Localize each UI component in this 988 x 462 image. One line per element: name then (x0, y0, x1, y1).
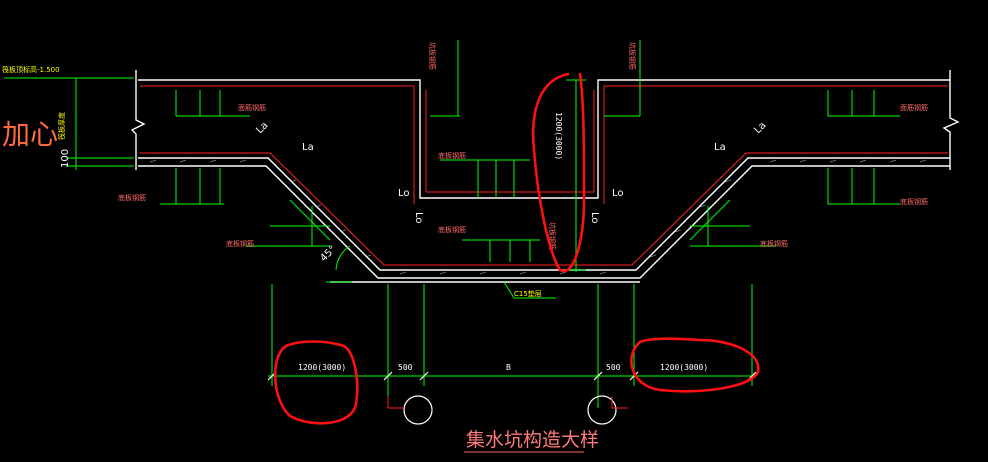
cushion-hatch (149, 159, 927, 275)
label-pit-wall-left: 坑板钢筋 (428, 42, 437, 70)
lo-label-left-2: Lo (413, 212, 424, 224)
drawing-title: 集水坑构造大样 (466, 429, 599, 451)
label-pit-wall-right: 坑板钢筋 (628, 42, 637, 70)
lo-label-left-1: Lo (398, 188, 410, 199)
slab-outline (130, 70, 960, 283)
markup-circle-right (630, 337, 760, 393)
label-pit-center-mid: 底板钢筋 (438, 225, 466, 234)
dim-right: 1200(3000) (660, 363, 708, 372)
dim-left: 1200(3000) (298, 363, 346, 372)
la-label-right-1: La (714, 142, 726, 153)
axis-red-ticks (387, 396, 628, 409)
green-leaders (4, 40, 900, 408)
rebar-lines (140, 85, 948, 266)
label-pit-center-top: 底板钢筋 (438, 151, 466, 160)
elevation-label: 筏板顶标高-1.500 (2, 65, 60, 74)
dim-center: B (506, 363, 511, 372)
markup-circle-left (273, 340, 359, 425)
la-label-right-2: La (752, 120, 768, 136)
dim-100-label: 100 (60, 149, 71, 168)
vertical-dim-label: 1200(3000) (554, 112, 563, 160)
angle-label: 45° (318, 244, 338, 264)
label-top-bar-left: 面筋钢筋 (238, 103, 266, 112)
label-slope-right: 底板钢筋 (760, 239, 788, 248)
handwritten-markup (273, 72, 760, 425)
thickness-label: 筏板厚度 (57, 112, 66, 140)
axis-circle-right (587, 395, 617, 425)
markup-circle-vertical (531, 72, 586, 273)
label-slope-left: 底板钢筋 (226, 239, 254, 248)
label-pit-center-vertical: 坑板钢筋 (548, 222, 557, 250)
axis-circle-left (403, 395, 433, 425)
lo-label-right-1: Lo (612, 188, 624, 199)
dim-right-offset: 500 (606, 363, 621, 372)
handwritten-note: 加心 (2, 118, 58, 151)
la-label-left-2: La (302, 142, 314, 153)
dim-left-offset: 500 (398, 363, 413, 372)
label-top-bar-right: 面筋钢筋 (900, 103, 928, 112)
label-bottom-bar-right: 底板钢筋 (900, 197, 928, 206)
lo-label-right-2: Lo (589, 212, 600, 224)
la-label-left-1: La (254, 120, 270, 136)
concrete-label: C15垫层 (514, 289, 542, 298)
label-bottom-bar-left: 底板钢筋 (118, 193, 146, 202)
